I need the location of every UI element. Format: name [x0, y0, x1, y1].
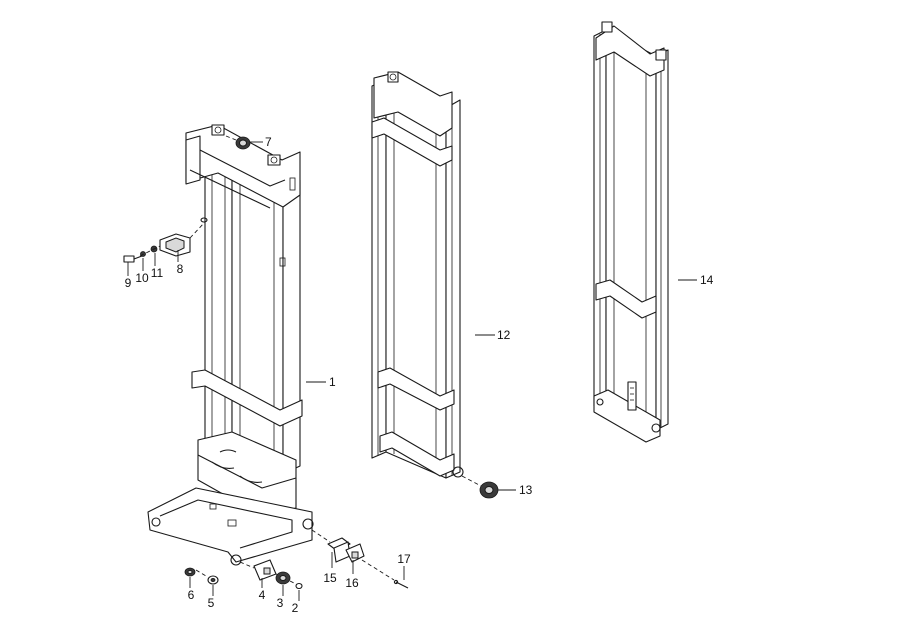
lower-hardware — [184, 559, 303, 590]
callout-7: 7 — [265, 135, 272, 149]
callout-15: 15 — [323, 571, 337, 585]
callout-13: 13 — [519, 483, 533, 497]
callout-17: 17 — [397, 552, 411, 566]
inner-mast — [593, 21, 669, 443]
roller-7 — [225, 135, 251, 150]
callout-4: 4 — [259, 588, 266, 602]
callout-10: 10 — [135, 271, 149, 285]
bracket-assembly — [123, 217, 208, 263]
leader-lines — [127, 141, 697, 601]
callout-8: 8 — [177, 262, 184, 276]
callout-14: 14 — [700, 273, 714, 287]
roller-13 — [461, 475, 499, 499]
callout-labels: 1 2 3 4 5 6 7 8 9 10 11 12 13 14 15 16 1… — [125, 135, 714, 615]
callout-5: 5 — [208, 596, 215, 610]
callout-9: 9 — [125, 276, 132, 290]
callout-1: 1 — [329, 375, 336, 389]
pin-bracket-assembly — [311, 529, 409, 589]
outer-mast — [147, 124, 314, 566]
callout-11: 11 — [151, 266, 164, 280]
callout-2: 2 — [292, 601, 299, 615]
callout-6: 6 — [188, 588, 195, 602]
middle-mast — [371, 71, 464, 479]
callout-3: 3 — [277, 596, 284, 610]
callout-12: 12 — [497, 328, 511, 342]
callout-16: 16 — [345, 576, 359, 590]
